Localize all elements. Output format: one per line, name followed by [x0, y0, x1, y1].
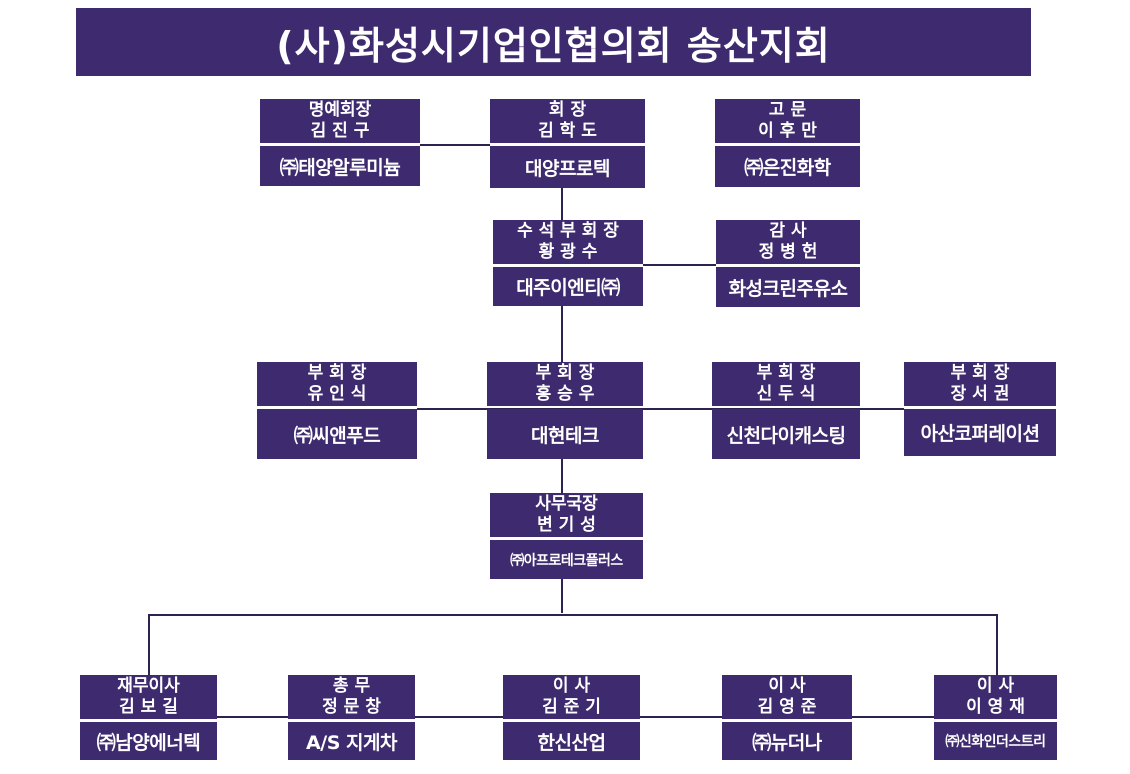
- member-name: 이 영 재: [966, 697, 1025, 717]
- member-role: 이 사: [552, 676, 591, 696]
- member-company: ㈜씨앤푸드: [257, 409, 417, 459]
- member-role: 회 장: [548, 100, 587, 120]
- member-role: 수 석 부 회 장: [517, 221, 619, 241]
- connector-line: [561, 306, 563, 362]
- member-company: A/S 지게차: [288, 722, 415, 760]
- member-company: ㈜은진화학: [715, 146, 860, 187]
- connector-line: [148, 614, 150, 675]
- member-name: 황 광 수: [538, 242, 598, 262]
- member-role: 총 무: [332, 676, 371, 696]
- member-company: ㈜아프로테크플러스: [490, 540, 643, 579]
- member-role: 재무이사: [117, 676, 180, 696]
- member-role: 사무국장: [535, 494, 598, 514]
- member-role: 이 사: [976, 676, 1015, 696]
- connector-line: [561, 188, 563, 220]
- member-name: 김 준 기: [542, 697, 601, 717]
- member-name: 김 영 준: [757, 697, 817, 717]
- member-name: 김 학 도: [538, 121, 597, 141]
- member-company: ㈜뉴더나: [722, 722, 852, 760]
- org-chart-title: (사)화성시기업인협의회 송산지회: [76, 8, 1031, 76]
- connector-line: [148, 614, 998, 616]
- connector-line: [561, 579, 563, 613]
- member-name: 유 인 식: [307, 384, 367, 404]
- member-name: 김 보 길: [119, 697, 178, 717]
- connector-line: [996, 614, 998, 675]
- member-name: 정 병 헌: [758, 242, 818, 262]
- member-company: 신천다이캐스팅: [712, 409, 860, 459]
- connector-line: [417, 408, 904, 410]
- member-company: 대주이엔티㈜: [493, 267, 643, 306]
- connector-line: [561, 459, 563, 493]
- member-role: 감 사: [769, 221, 807, 241]
- member-name: 정 문 창: [322, 697, 381, 717]
- member-name: 장 서 권: [950, 384, 1010, 404]
- member-role: 부 회 장: [535, 363, 595, 383]
- member-name: 이 후 만: [758, 121, 817, 141]
- member-role: 부 회 장: [756, 363, 816, 383]
- member-company: 한신산업: [503, 722, 640, 760]
- member-role: 부 회 장: [950, 363, 1010, 383]
- member-role: 이 사: [768, 676, 806, 696]
- member-name: 홍 승 우: [535, 384, 595, 404]
- member-role: 명예회장: [308, 100, 372, 120]
- member-role: 고 문: [768, 100, 807, 120]
- member-role: 부 회 장: [307, 363, 367, 383]
- member-company: ㈜신화인더스트리: [934, 722, 1057, 760]
- member-company: 대양프로텍: [490, 146, 645, 188]
- member-name: 변 기 성: [537, 515, 596, 535]
- connector-line: [643, 264, 716, 266]
- member-name: 김 진 구: [310, 121, 370, 141]
- member-company: 아산코퍼레이션: [904, 409, 1056, 456]
- member-name: 신 두 식: [756, 384, 816, 404]
- member-company: 화성크린주유소: [716, 267, 860, 307]
- member-company: ㈜남양에너텍: [80, 722, 217, 760]
- connector-line: [420, 144, 490, 146]
- member-company: ㈜태양알루미늄: [260, 146, 420, 186]
- member-company: 대현테크: [487, 409, 643, 459]
